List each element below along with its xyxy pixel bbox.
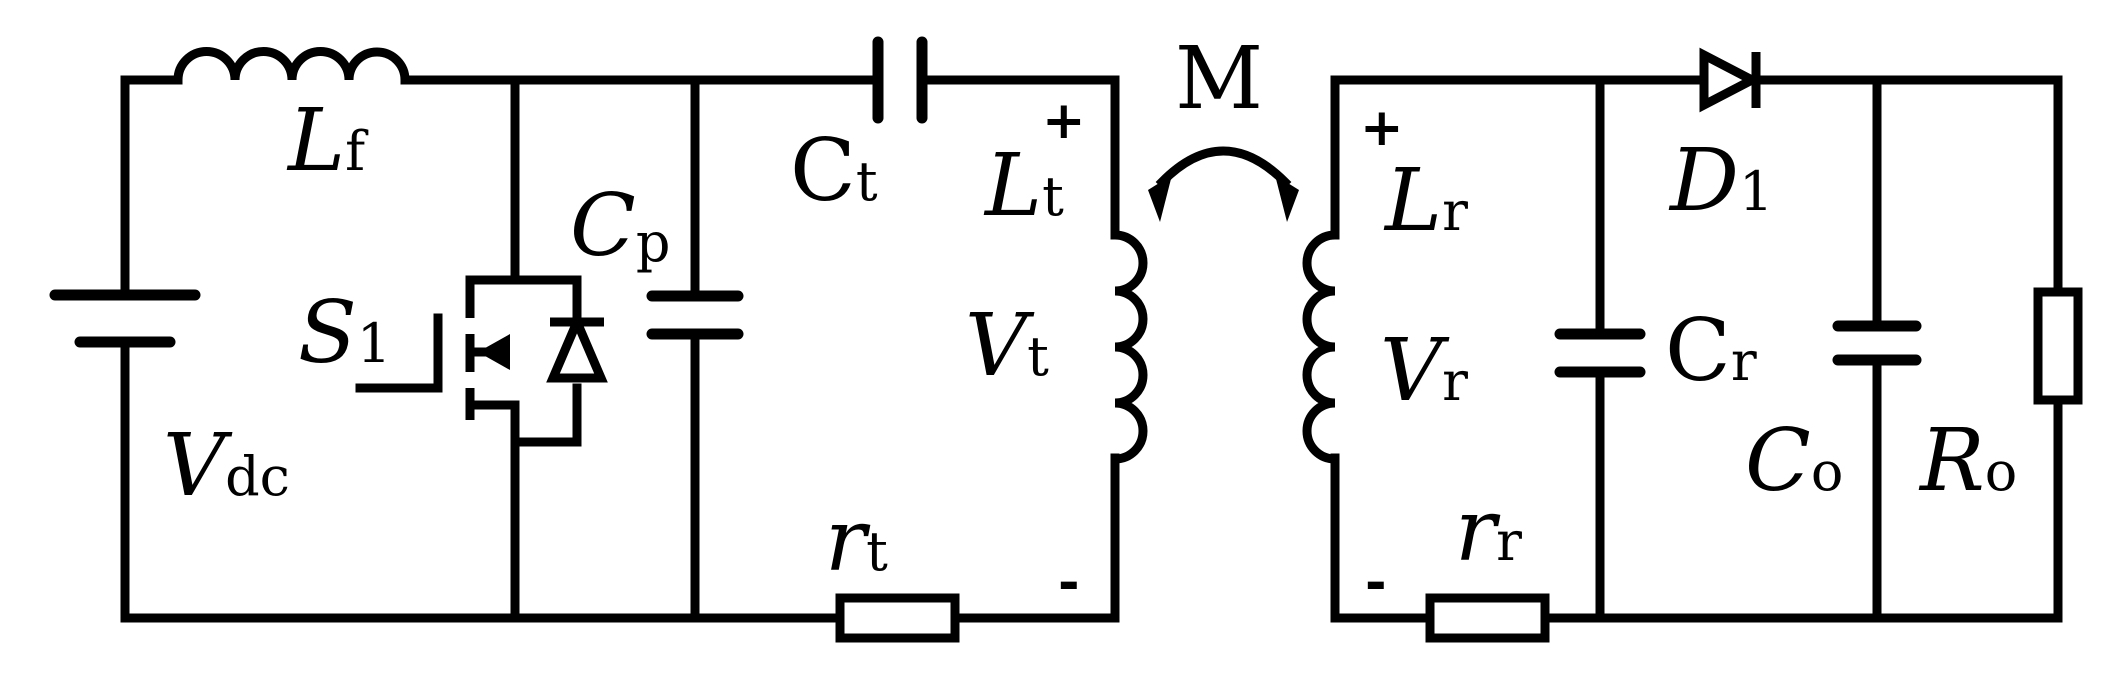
coil-lt [1110,230,1148,464]
label-co: Co [1745,411,1843,511]
label-ct: Ct [790,121,878,221]
capacitor-cr [1554,328,1646,378]
label-vr: Vr [1380,321,1468,421]
inductor-lf [173,47,410,85]
label-vdc: Vdc [163,416,290,516]
label-m: M [1175,29,1263,129]
polarity-minus-primary: - [1058,553,1080,613]
resistor-rr [1425,593,1550,643]
capacitor-co [1832,320,1922,366]
mosfet-arrow-icon [478,334,510,370]
coil-lr [1302,230,1340,464]
resistor-ro [2033,287,2083,405]
label-cp: Cp [570,176,670,276]
arrow-left-icon [1148,175,1172,222]
label-vt: Vt [965,296,1049,396]
dc-source-vdc [49,289,201,348]
secondary-wiring [1330,75,2063,623]
polarity-minus-secondary: - [1365,553,1387,613]
arrow-right-icon [1275,175,1299,222]
primary-wiring [120,75,1120,623]
label-rt: rt [825,491,888,591]
label-lr: Lr [1383,151,1468,251]
label-ro: Ro [1918,411,2017,511]
label-lf: Lf [286,91,369,191]
label-s1: S1 [298,283,391,383]
resistor-rt [835,593,960,643]
label-d1: D1 [1668,131,1773,231]
label-lt: Lt [983,136,1064,236]
polarity-plus-secondary: + [1360,98,1404,158]
label-cr: Cr [1665,301,1757,401]
capacitor-cp [646,290,744,340]
polarity-plus-primary: + [1042,91,1086,151]
diode-d1 [1699,47,1762,113]
mutual-arrow [1148,146,1299,222]
body-diode [546,310,608,383]
capacitor-ct [872,36,928,124]
label-rr: rr [1455,481,1522,581]
mosfet-s1 [355,275,582,447]
